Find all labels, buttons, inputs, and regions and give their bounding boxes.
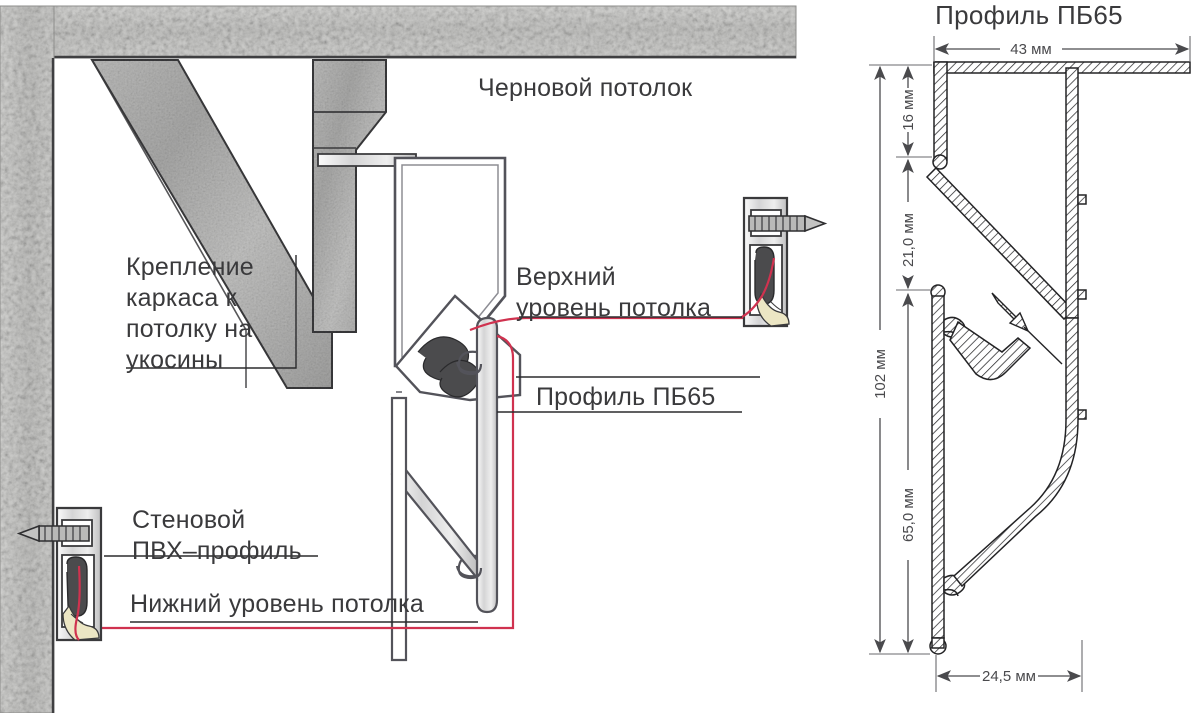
dimension-21mm-text: 21,0 мм <box>900 213 917 267</box>
gasket-coil-upper <box>417 336 481 398</box>
dimension-102mm: 102 мм <box>869 64 896 655</box>
dimension-102mm-text: 102 мм <box>872 349 889 399</box>
left-scene-installation: Черновой потолок Крепление каркаса к пот… <box>0 5 828 713</box>
svg-text:ПВХ–профиль: ПВХ–профиль <box>132 537 302 565</box>
pb65-profile <box>390 156 522 662</box>
svg-text:Стеновой: Стеновой <box>132 506 245 534</box>
concrete-slab <box>0 5 797 59</box>
label-chernovoy-potolok: Черновой потолок <box>478 74 693 102</box>
label-verhniy-uroven: Верхний уровень потолка <box>516 263 711 322</box>
direction-arrow-icon <box>991 292 1063 365</box>
leader-kreplenie <box>126 255 297 369</box>
dimension-65mm: 65,0 мм <box>896 292 930 655</box>
hanger <box>312 59 417 333</box>
fabric-lines <box>76 316 758 630</box>
dimension-16mm: 16 мм <box>896 64 932 158</box>
dimension-21mm: 21,0 мм <box>896 158 930 291</box>
fabric-lower <box>76 334 515 630</box>
leader-lines <box>104 255 760 623</box>
dimension-24-5mm: 24,5 мм <box>935 640 1083 692</box>
right-scene-profile-drawing: Профиль ПБ65 <box>869 0 1191 692</box>
screw-bottom <box>16 524 90 543</box>
concrete-wall <box>0 5 55 713</box>
svg-text:укосины: укосины <box>126 346 223 374</box>
wall-pvc-top <box>739 196 828 328</box>
dimension-43mm: 43 мм <box>933 36 1191 62</box>
label-nizhniy-uroven: Нижний уровень потолка <box>130 590 424 618</box>
screw-top <box>748 214 828 233</box>
label-stenovoy-pvh: Стеновой ПВХ–профиль <box>132 506 302 565</box>
svg-text:потолку на: потолку на <box>126 315 252 343</box>
svg-text:Верхний: Верхний <box>516 263 616 291</box>
svg-text:Крепление: Крепление <box>126 253 254 281</box>
svg-text:каркаса к: каркаса к <box>126 284 238 312</box>
dimension-24-5mm-text: 24,5 мм <box>982 668 1036 685</box>
dimension-16mm-text: 16 мм <box>900 89 917 130</box>
label-kreplenie-karkasa: Крепление каркаса к потолку на укосины <box>126 253 254 374</box>
dimension-65mm-text: 65,0 мм <box>900 488 917 542</box>
fabric-upper <box>469 316 758 332</box>
wall-pvc-bottom <box>16 506 103 642</box>
dimension-43mm-text: 43 мм <box>1010 41 1051 58</box>
label-profil-pb65-left: Профиль ПБ65 <box>536 383 715 411</box>
svg-text:уровень потолка: уровень потолка <box>516 294 711 322</box>
left-labels: Черновой потолок Крепление каркаса к пот… <box>126 74 715 618</box>
pb65-section <box>925 61 1191 655</box>
right-title: Профиль ПБ65 <box>935 0 1123 30</box>
